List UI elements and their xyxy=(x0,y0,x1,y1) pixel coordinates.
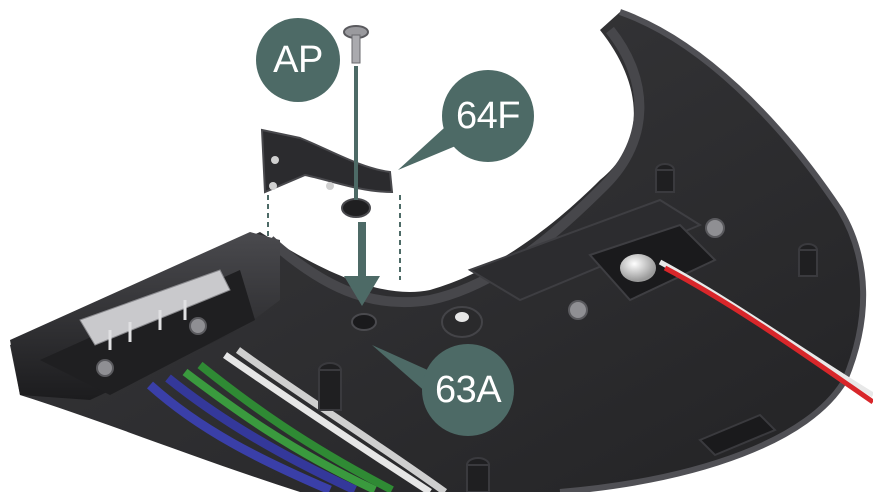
base-plate xyxy=(10,12,864,492)
clip-screw-right xyxy=(189,317,207,335)
cable-red xyxy=(663,265,873,405)
callout-pointer-63a xyxy=(372,345,432,394)
wire-white-2 xyxy=(235,347,448,492)
hinge-hole-3 xyxy=(326,182,334,190)
wire-white-1 xyxy=(223,352,432,492)
hinge-hole-1 xyxy=(271,156,279,164)
wire-green-2 xyxy=(197,361,394,492)
hinge-boss xyxy=(341,198,371,218)
mount-posts xyxy=(318,163,818,492)
plate-rim xyxy=(559,9,867,492)
wire-blue-1 xyxy=(146,381,332,492)
clip-screw-left xyxy=(96,359,114,377)
screw-ap xyxy=(343,25,369,64)
rail-screw xyxy=(568,300,588,320)
sensor-screw xyxy=(705,218,725,238)
hinge-part-64f xyxy=(260,128,394,194)
white-pin xyxy=(455,312,469,322)
clip-teeth xyxy=(108,300,187,350)
target-post-63a xyxy=(351,313,377,331)
callout-63a: 63A xyxy=(422,344,514,436)
callout-64f: 64F xyxy=(442,70,534,162)
wire-green-1 xyxy=(182,368,377,492)
rubber-pad xyxy=(698,413,777,457)
sensor-ball xyxy=(620,254,656,282)
callout-ap: AP xyxy=(256,18,340,102)
hinge-hole-2 xyxy=(269,182,277,190)
alignment-lines xyxy=(267,195,401,280)
insertion-arrow-head xyxy=(344,276,380,306)
wire-blue-2 xyxy=(165,374,357,492)
metal-clip xyxy=(79,269,231,346)
sensor-rail xyxy=(467,198,703,302)
